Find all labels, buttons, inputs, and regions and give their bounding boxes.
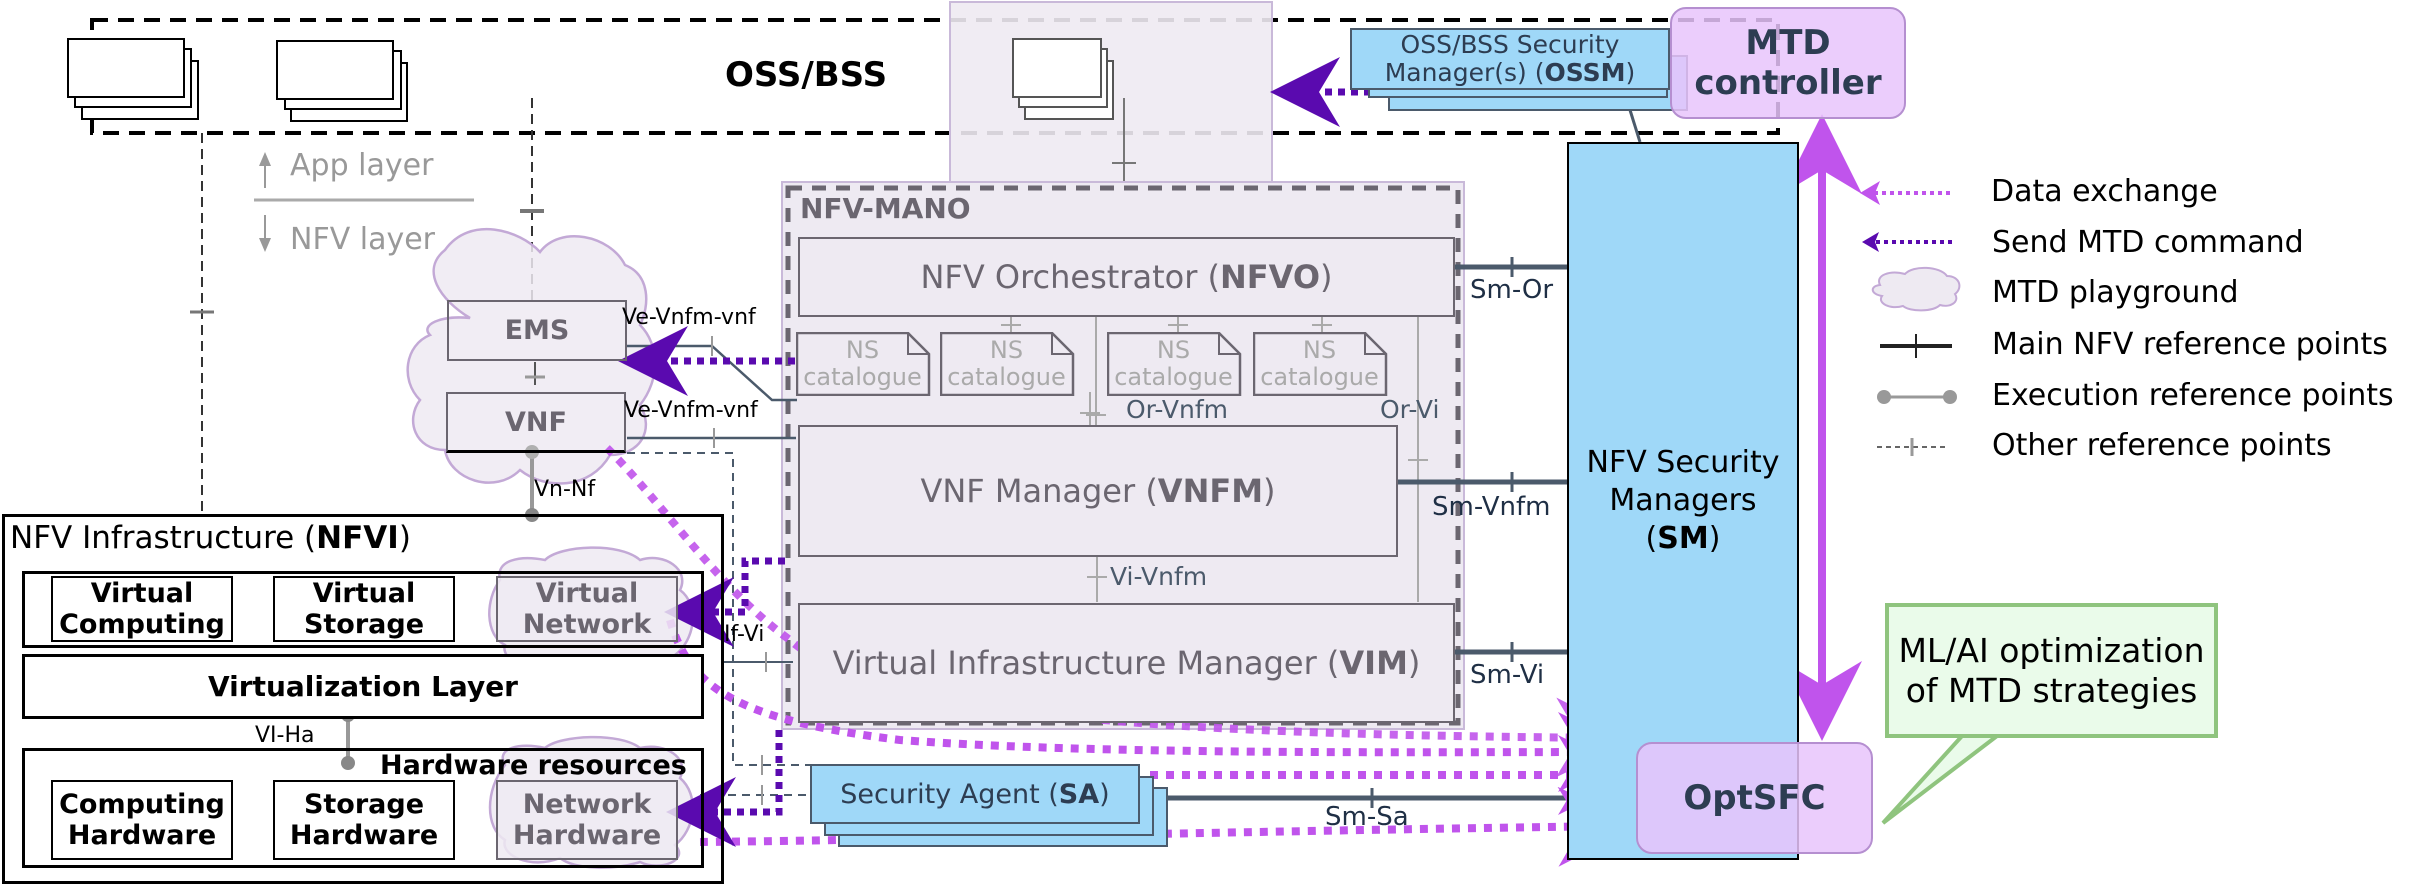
mtd-controller-line1: MTD: [1745, 23, 1831, 63]
sm-sa-label: Sm-Sa: [1325, 802, 1409, 832]
mtd-command-arrow-virtual-network: [664, 557, 785, 647]
legend: Data exchange Send MTD command MTD playg…: [1855, 170, 2415, 480]
legend-label-main-nfv-reference-points: Main NFV reference points: [1992, 327, 2388, 362]
app-layer-label: App layer: [290, 148, 434, 183]
mtd-playground-cloud-vnf: [406, 227, 657, 485]
legend-icons: [1860, 181, 1961, 456]
nfvo-oss-card-front[interactable]: [1012, 38, 1102, 98]
ve-vnfm-vnf-label-2: Ve-Vnfm-vnf: [624, 398, 758, 423]
nfv-layer-label: NFV layer: [290, 222, 436, 257]
oss-card-front[interactable]: [276, 40, 394, 100]
ems-box[interactable]: EMS: [447, 300, 627, 361]
legend-label-other-reference-points: Other reference points: [1992, 428, 2332, 463]
security-agent-box[interactable]: Security Agent (SA): [810, 764, 1140, 824]
nfvo-oss-panel: [949, 1, 1273, 183]
sm-line1: NFV Security: [1586, 445, 1780, 480]
data-exchange-arrow-virtual-network: [666, 618, 1638, 793]
callout-line1: ML/AI optimization: [1898, 630, 2205, 670]
legend-label-data-exchange: Data exchange: [1991, 174, 2218, 209]
ossm-line1: OSS/BSS Security: [1400, 30, 1620, 59]
sm-line3: (SM): [1645, 521, 1721, 556]
nfvi-title: NFV Infrastructure (NFVI): [10, 520, 411, 556]
callout-tail: [1881, 734, 2003, 825]
callout-line2: of MTD strategies: [1905, 670, 2198, 710]
sm-line2: Managers: [1609, 483, 1757, 518]
vn-nf-label: Vn-Nf: [534, 477, 596, 502]
execution-point-dot: [341, 756, 355, 770]
ossm-box[interactable]: OSS/BSS Security Manager(s) (OSSM): [1350, 28, 1670, 90]
main-reference-point-icon: [1880, 334, 1952, 358]
send-mtd-command-arrow-icon: [1862, 232, 1952, 252]
nfv-security-managers-box[interactable]: NFV Security Managers (SM): [1567, 142, 1799, 860]
nfv-layer-arrowhead-icon: [259, 238, 271, 252]
sm-or-label: Sm-Or: [1470, 275, 1554, 305]
hardware-resources-row: [22, 748, 704, 868]
data-exchange-arrow-vnf: [604, 445, 1636, 778]
ml-ai-callout: ML/AI optimization of MTD strategies: [1885, 603, 2218, 738]
vnf-box[interactable]: VNF: [446, 392, 626, 453]
ossm-line2: Manager(s) (OSSM): [1384, 58, 1636, 87]
mtd-controller-line2: controller: [1694, 63, 1882, 103]
oss-card-front[interactable]: [67, 38, 185, 98]
execution-reference-point-icon: [1877, 390, 1957, 404]
vnfm-box[interactable]: VNF Manager (VNFM): [798, 425, 1398, 557]
mano-title: NFV-MANO: [800, 192, 971, 225]
legend-label-mtd-playground: MTD playground: [1992, 275, 2239, 310]
data-exchange-arrow-icon: [1860, 181, 1950, 205]
vi-vnfm-label: Vi-Vnfm: [1110, 562, 1208, 591]
cloud-icon: [1871, 266, 1961, 312]
virtual-resources-row: [22, 571, 704, 648]
nfvo-box[interactable]: NFV Orchestrator (NFVO): [798, 237, 1455, 317]
vim-box[interactable]: Virtual Infrastructure Manager (VIM): [798, 603, 1455, 723]
nfvi-frame: [2, 514, 724, 884]
data-exchange-arrow-network-hardware: [699, 786, 1638, 867]
legend-label-execution-reference-points: Execution reference points: [1992, 378, 2394, 413]
mtd-command-arrow-network-hardware: [666, 730, 783, 847]
sm-ossm-link: [1628, 109, 1642, 143]
sm-vnfm-label: Sm-Vnfm: [1432, 492, 1551, 522]
or-vnfm-label: Or-Vnfm: [1126, 395, 1229, 424]
ve-vnfm-vnf-label-1: Ve-Vnfm-vnf: [622, 305, 756, 330]
mtd-controller[interactable]: MTD controller: [1670, 7, 1906, 119]
if-vi-label: If-Vi: [724, 622, 765, 647]
optsfc-box[interactable]: OptSFC: [1636, 742, 1873, 854]
app-layer-arrowhead-icon: [259, 152, 271, 166]
hardware-resources-label: Hardware resources: [380, 750, 687, 781]
or-vi-label: Or-Vi: [1380, 395, 1440, 424]
legend-label-send-mtd-command: Send MTD command: [1992, 225, 2304, 260]
oss-bss-title: OSS/BSS: [725, 55, 888, 95]
vi-ha-label: VI-Ha: [255, 723, 315, 748]
other-reference-point-icon: [1877, 438, 1947, 456]
virtualization-layer-box[interactable]: Virtualization Layer: [22, 654, 704, 719]
sm-vi-label: Sm-Vi: [1470, 660, 1545, 690]
